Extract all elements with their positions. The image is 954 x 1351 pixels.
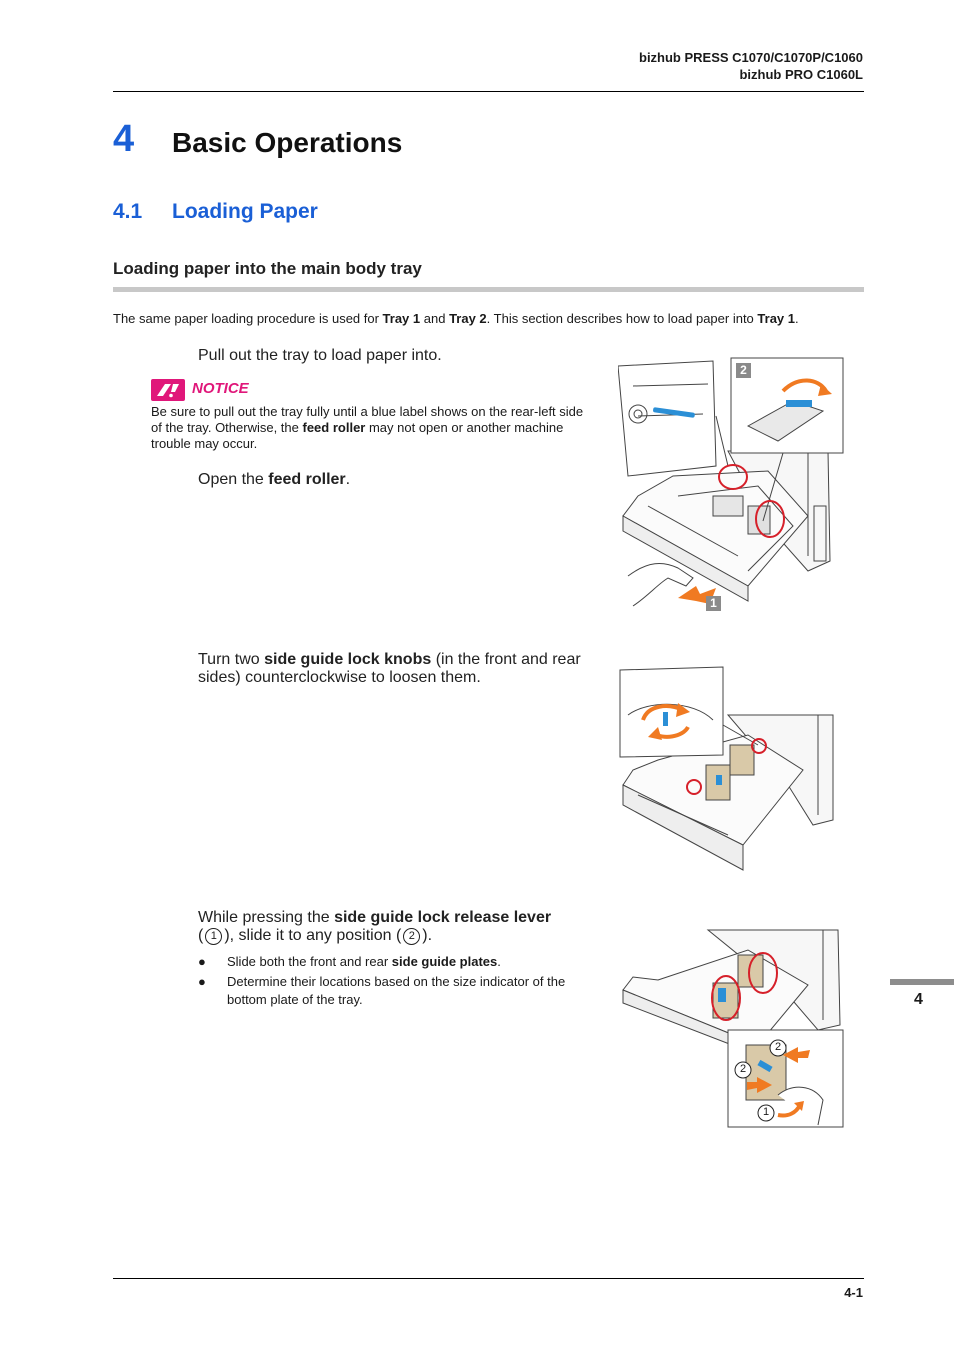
notice-text: Be sure to pull out the tray fully until… <box>151 404 584 451</box>
doc-header: bizhub PRESS C1070/C1070P/C1060 bizhub P… <box>639 49 863 83</box>
step-2-text: Open the feed roller. <box>198 471 351 488</box>
section-title: Loading Paper <box>172 200 318 223</box>
figure-side-guide-lock-knobs <box>618 665 848 875</box>
bullet-dot: ● <box>198 954 206 969</box>
circled-number: 1 <box>205 928 223 945</box>
step-4-text: While pressing the side guide lock relea… <box>198 909 552 945</box>
intro-paragraph: The same paper loading procedure is used… <box>113 311 799 326</box>
subsection-title: Loading paper into the main body tray <box>113 259 422 278</box>
chapter-title: Basic Operations <box>172 127 403 158</box>
notice-icon <box>151 379 185 401</box>
figure-label: 2 <box>774 1041 782 1053</box>
header-rule <box>113 91 864 92</box>
section-number: 4.1 <box>113 200 143 223</box>
list-item: ● Slide both the front and rear side gui… <box>198 954 501 969</box>
figure-label: 2 <box>739 1063 747 1075</box>
chapter-tab-bar <box>890 979 954 985</box>
subsection-bar <box>113 287 864 292</box>
step-1-text: Pull out the tray to load paper into. <box>198 347 442 364</box>
figure-pull-out-tray: 2 1 <box>617 356 848 616</box>
notice-label: NOTICE <box>192 380 249 397</box>
bullet-dot: ● <box>198 974 206 989</box>
step-3-text: Turn two side guide lock knobs (in the f… <box>198 651 581 686</box>
product-line-1: bizhub PRESS C1070/C1070P/C1060 <box>639 50 863 65</box>
page-number: 4-1 <box>844 1285 863 1300</box>
list-item: ● Determine their locations based on the… <box>198 974 566 1007</box>
callout-number: 2 <box>740 363 747 377</box>
callout-number: 1 <box>710 596 717 610</box>
figure-slide-side-guide: 2 2 1 <box>618 925 848 1130</box>
chapter-number: 4 <box>113 118 135 160</box>
circled-number: 2 <box>403 928 421 945</box>
product-line-2: bizhub PRO C1060L <box>739 67 863 82</box>
figure-label: 1 <box>762 1106 770 1118</box>
chapter-tab-number: 4 <box>914 991 923 1008</box>
footer-rule <box>113 1278 864 1279</box>
